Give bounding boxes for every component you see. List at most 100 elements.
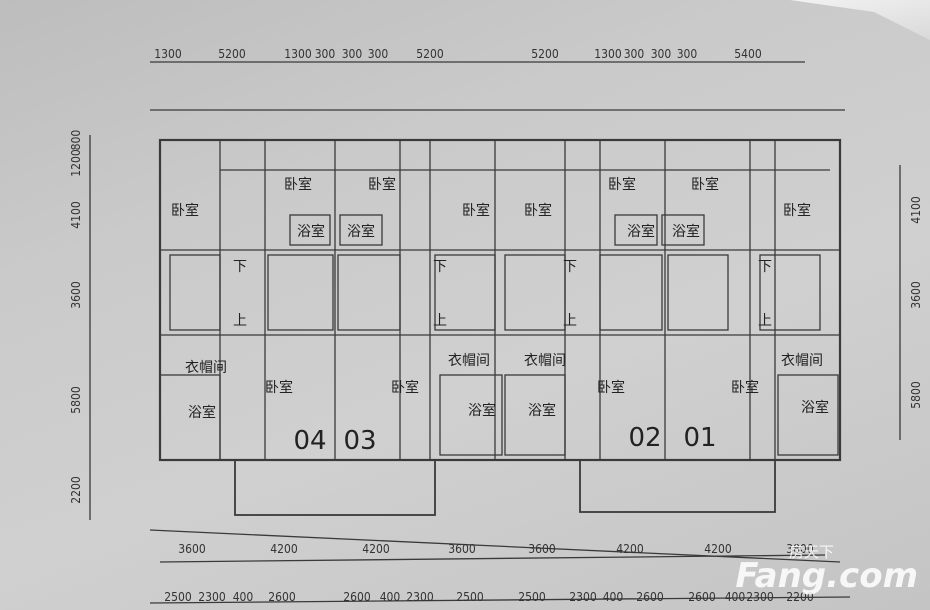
room-label-bedroom: 卧室 [462,202,490,219]
right-dimension: 5800 [909,381,923,409]
bath-box [777,374,839,456]
room-label-bedroom: 卧室 [391,379,419,396]
room-label-up: 上 [758,313,772,329]
room-label-bedroom: 卧室 [597,379,625,396]
bottom-dimension: 400 [233,590,254,604]
top-dimension: 5200 [531,47,559,61]
bath-box [289,214,331,246]
balcony-right [579,459,776,513]
bottom-dimension: 400 [725,590,746,604]
top-dimension: 1300 [154,47,182,61]
room-label-bathroom: 浴室 [297,223,325,240]
room-label-bedroom: 卧室 [524,202,552,219]
room-label-cloakroom: 衣帽间 [524,353,566,369]
bottom-dimension: 2300 [198,590,226,604]
room-label-bathroom: 浴室 [627,223,655,240]
top-dimension: 1300 [284,47,312,61]
stair-left [169,254,221,331]
room-label-cloakroom: 衣帽间 [448,353,490,369]
top-dimension: 300 [677,47,698,61]
bottom-dimension: 4200 [616,542,644,556]
top-dimension: 300 [624,47,645,61]
stair-center-right [504,254,566,331]
watermark-logo: Fang.com [735,556,918,596]
left-dimension: 1200 [69,149,83,177]
room-label-bathroom: 浴室 [468,402,496,419]
outer-wall [158,138,842,462]
balcony-left [234,459,436,516]
bottom-dimension: 2600 [636,590,664,604]
room-label-bathroom: 浴室 [188,404,216,421]
top-dimension: 1300 [594,47,622,61]
room-label-bedroom: 卧室 [171,202,199,219]
room-label-bedroom: 卧室 [691,176,719,193]
bottom-dimension: 2500 [456,590,484,604]
left-dimension: 5800 [69,386,83,414]
bottom-dimension: 3600 [528,542,556,556]
bath-box [339,214,383,246]
bottom-dimension: 2200 [786,590,814,604]
room-label-bedroom: 卧室 [608,176,636,193]
room-label-cloakroom: 衣帽间 [781,353,823,369]
bottom-dimension: 2500 [518,590,546,604]
room-label-bathroom: 浴室 [672,223,700,240]
room-label-bedroom: 卧室 [368,176,396,193]
top-dimension: 300 [651,47,672,61]
left-dimension: 3600 [69,281,83,309]
bottom-dimension: 400 [603,590,624,604]
lift-shaft [599,254,663,331]
lift-shaft [337,254,401,331]
left-dimension: 800 [69,130,83,151]
room-label-bathroom: 浴室 [347,223,375,240]
bath-box [504,374,566,456]
room-label-bedroom: 卧室 [284,176,312,193]
top-dimension: 300 [342,47,363,61]
room-label-bedroom: 卧室 [731,379,759,396]
unit-number: 01 [683,423,716,453]
room-label-down: 下 [563,259,577,275]
bottom-dimension: 4200 [362,542,390,556]
bottom-dimension: 3800 [786,542,814,556]
left-dimension: 4100 [69,201,83,229]
room-label-bathroom: 浴室 [801,399,829,416]
room-label-down: 下 [233,259,247,275]
bottom-dimension: 4200 [704,542,732,556]
top-dimension: 300 [368,47,389,61]
bottom-dimension: 3600 [448,542,476,556]
room-label-cloakroom: 衣帽间 [185,360,227,376]
room-label-bedroom: 卧室 [783,202,811,219]
bottom-dimension: 2600 [268,590,296,604]
bottom-dimension: 2300 [746,590,774,604]
bottom-dimension: 2600 [688,590,716,604]
top-dimension: 5200 [416,47,444,61]
top-dimension: 300 [315,47,336,61]
room-label-down: 下 [758,259,772,275]
bottom-dimension: 2500 [164,590,192,604]
bottom-dimension: 400 [380,590,401,604]
top-dimension: 5200 [218,47,246,61]
right-dimension: 3600 [909,281,923,309]
bath-box [661,214,705,246]
lift-shaft [667,254,729,331]
bath-box [159,374,221,461]
unit-number: 04 [293,426,326,456]
bath-box [614,214,658,246]
bottom-dimension: 4200 [270,542,298,556]
room-label-down: 下 [433,259,447,275]
stair-center-left [434,254,496,331]
unit-number: 03 [343,426,376,456]
room-label-up: 上 [233,313,247,329]
top-dimension: 5400 [734,47,762,61]
bottom-dimension: 2600 [343,590,371,604]
dimension-line [159,554,826,563]
room-label-up: 上 [563,313,577,329]
bath-box [439,374,503,456]
room-label-bathroom: 浴室 [528,402,556,419]
lift-shaft [267,254,334,331]
dimension-line [149,596,851,604]
room-label-up: 上 [433,313,447,329]
left-dimension: 2200 [69,476,83,504]
bottom-dimension: 2300 [569,590,597,604]
room-label-bedroom: 卧室 [265,379,293,396]
